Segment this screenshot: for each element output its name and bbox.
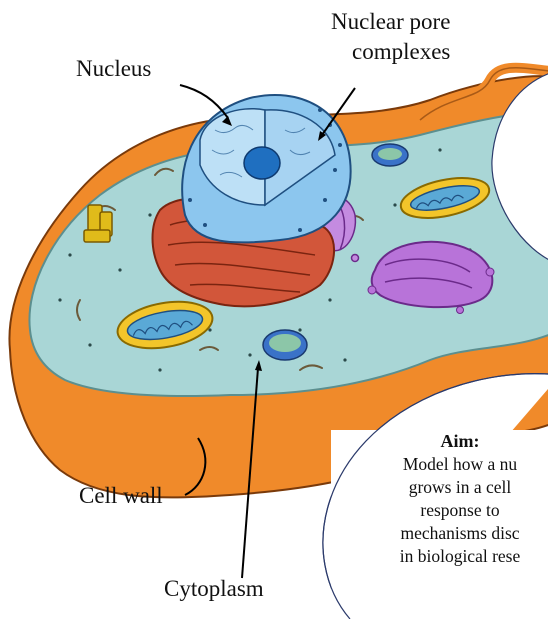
aim-line: grows in a cell <box>330 476 548 499</box>
nucleolus <box>244 147 280 179</box>
aim-line: response to <box>330 499 548 522</box>
label-nucleus: Nucleus <box>76 55 151 83</box>
aim-title: Aim: <box>330 430 548 453</box>
aim-text: Aim: Model how a nu grows in a cell resp… <box>330 430 548 568</box>
label-cytoplasm: Cytoplasm <box>164 575 264 603</box>
aim-line: Model how a nu <box>330 453 548 476</box>
aim-line: in biological rese <box>330 545 548 568</box>
aim-line: mechanisms disc <box>330 522 548 545</box>
vesicle-bottom <box>263 330 307 360</box>
label-cell-wall: Cell wall <box>79 482 163 510</box>
label-nuclear-pore-line1: Nuclear pore <box>331 8 450 36</box>
nucleus <box>182 95 350 243</box>
vesicle-top <box>372 144 408 166</box>
label-nuclear-pore-line2: complexes <box>352 38 450 66</box>
